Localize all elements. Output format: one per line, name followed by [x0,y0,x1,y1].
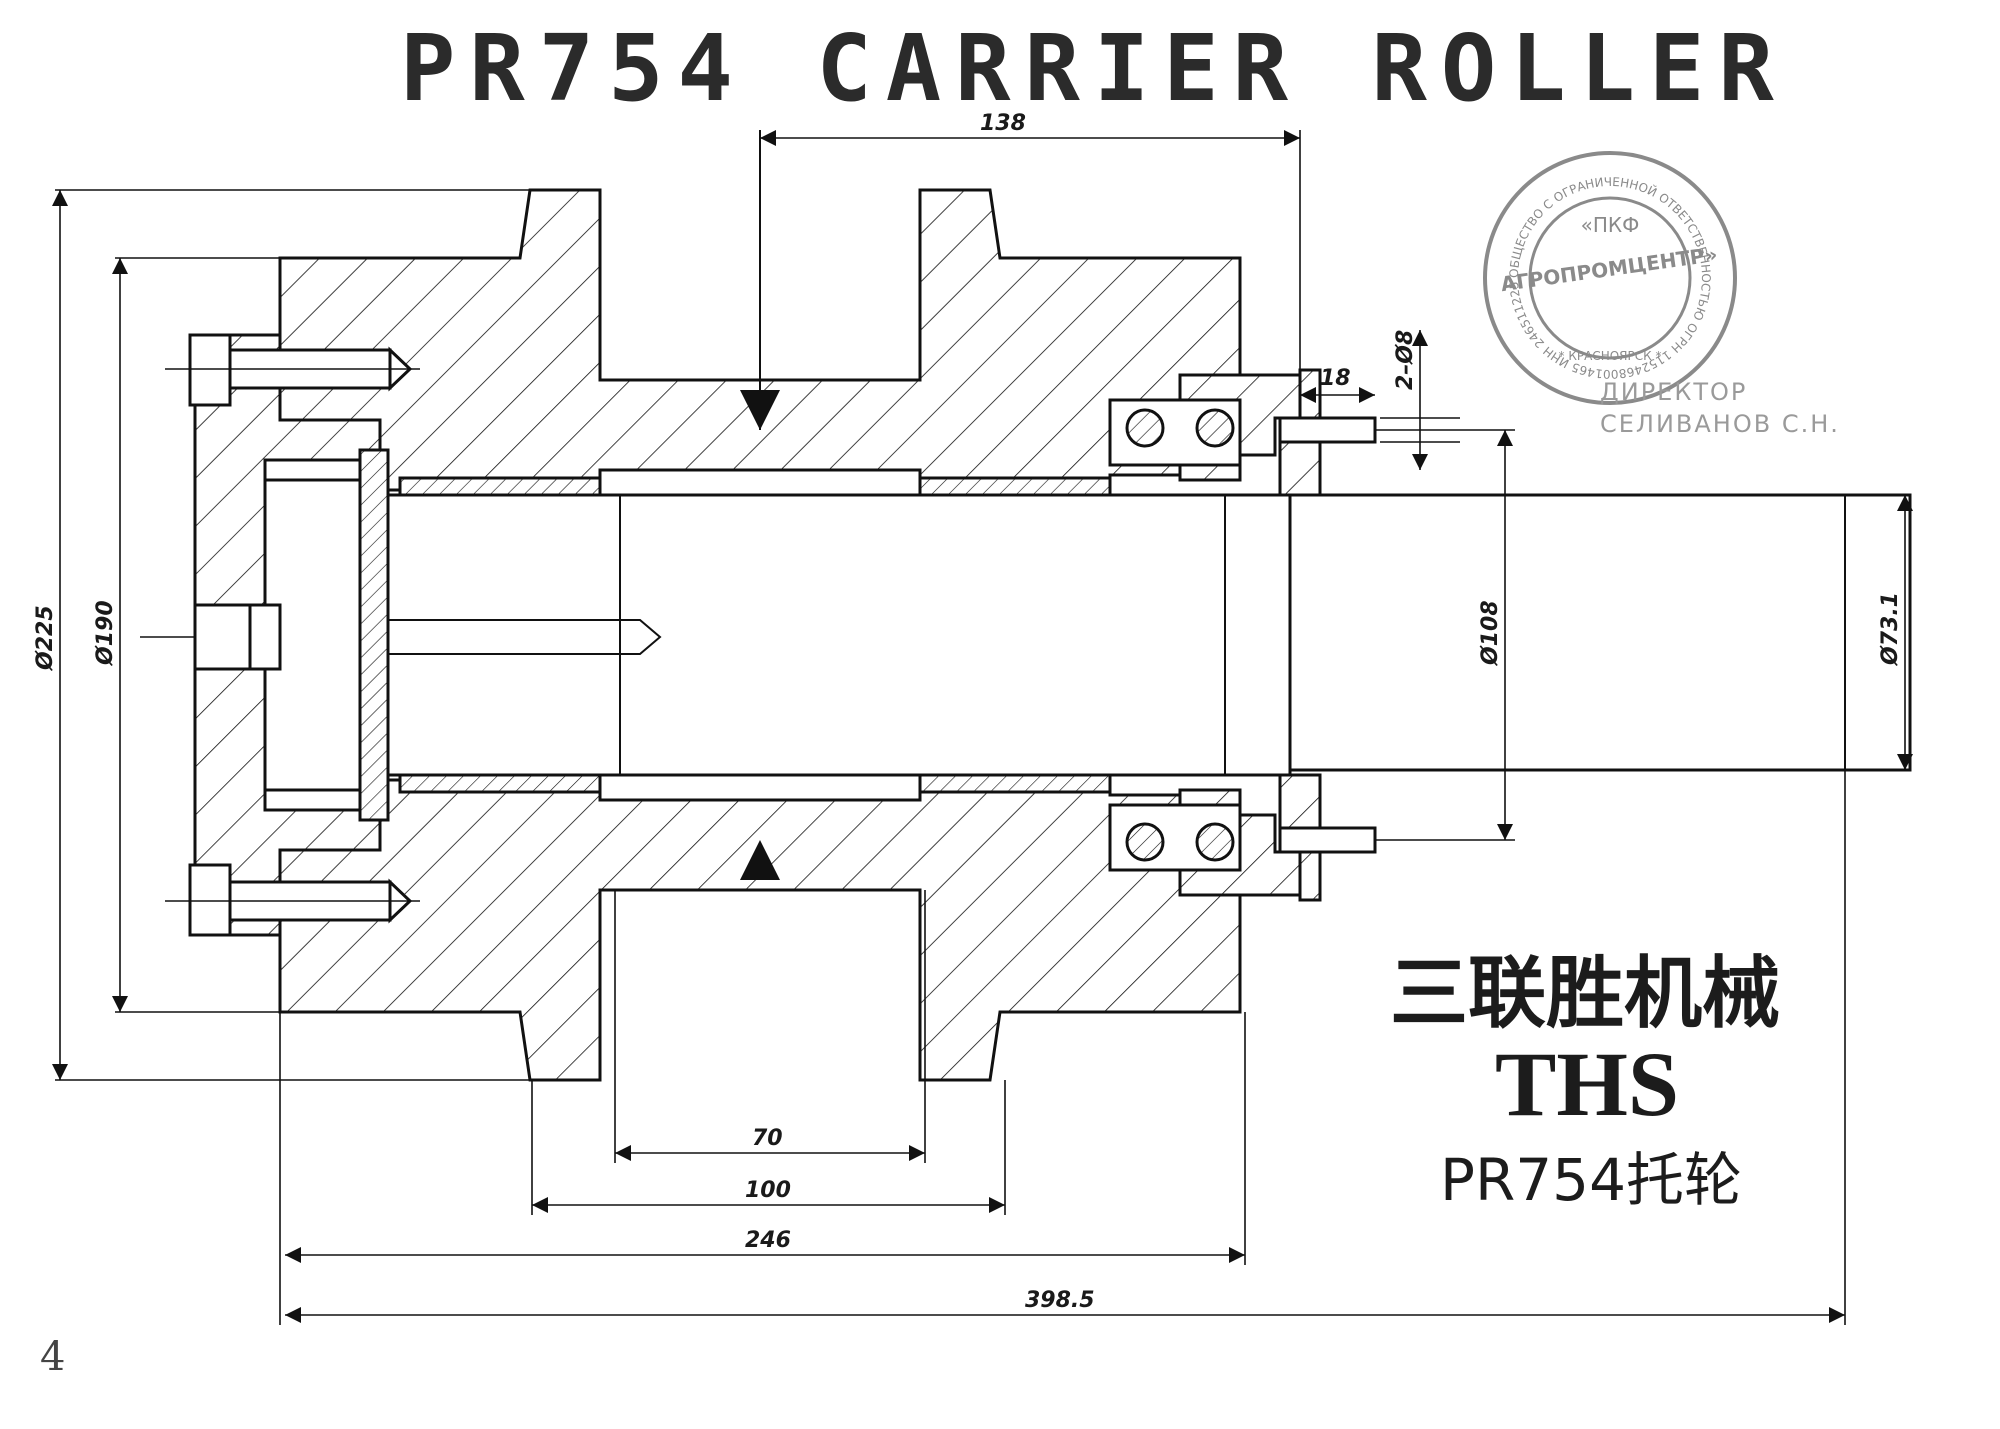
left-bolt-head-upper [188,333,232,407]
floating-seal-upper [1108,398,1242,467]
dim-label-100: 100 [745,1178,791,1203]
dim-398-5 [285,770,1846,1325]
left-thrust-washer [358,448,390,822]
stamp-org-line2: АГРОПРОМЦЕНТР» [1499,242,1719,296]
weld-lower [740,840,780,880]
dim-label-2x8: 2–Ø8 [1393,330,1418,390]
dim-label-18: 18 [1320,366,1351,391]
dim-138 [760,130,1301,370]
brand-chinese-name: 三联胜机械 [1390,949,1780,1039]
pin-upper [1278,416,1377,444]
dim-label-73: Ø73.1 [1878,592,1903,667]
bushing-right-upper [918,476,1112,497]
stamp-city: * КРАСНОЯРСК * [1559,349,1662,363]
drawing-title: PR754 CARRIER ROLLER [400,15,1788,122]
shaft-center-drill [388,619,662,655]
dim-label-108: Ø108 [1478,600,1503,667]
dim-246 [279,1012,1246,1325]
dim-190 [112,257,280,1013]
left-bolt-head-lower [188,863,232,937]
dim-label-398-5: 398.5 [1025,1288,1095,1313]
page-number: 4 [40,1334,65,1380]
dim-70 [614,890,926,1163]
dim-225 [52,189,530,1081]
floating-seal-lower [1108,803,1242,872]
dim-2x8 [1380,330,1460,470]
stamp-org-line1: «ПКФ [1581,213,1640,237]
shaft-end [1288,493,1912,772]
dim-label-190: Ø190 [93,600,118,667]
brand-latin-name: THS [1495,1033,1679,1135]
pin-lower [1278,826,1377,854]
oil-plug-socket [248,603,282,671]
brand-part-name: PR754托轮 [1440,1146,1742,1214]
bushing-left-upper [398,476,602,497]
dim-108 [1375,429,1515,841]
signature-name: СЕЛИВАНОВ С.Н. [1600,410,1840,438]
dim-label-138: 138 [980,111,1026,136]
dim-label-70: 70 [752,1126,783,1151]
bushing-left-lower [398,773,602,794]
dim-100 [531,1080,1006,1215]
dim-label-225: Ø225 [33,605,58,672]
dim-label-246: 246 [745,1228,791,1253]
roller-shell-lower [278,778,1242,1082]
signature-role: ДИРЕКТОР [1600,378,1747,406]
shaft [386,493,1442,777]
bushing-right-lower [918,773,1112,794]
oil-plug [193,603,252,671]
